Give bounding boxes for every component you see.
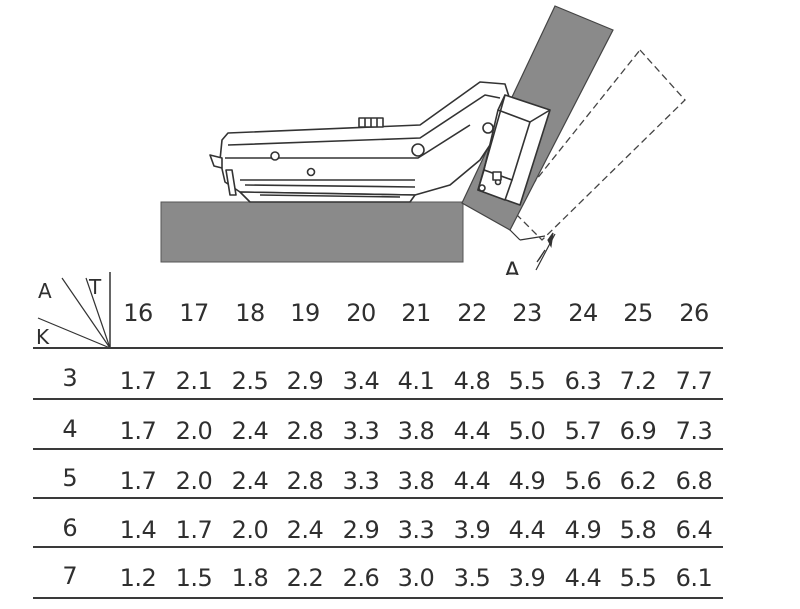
table-cell: 3.3 [342,417,380,445]
table-cell: 2.1 [175,367,213,395]
column-header: 23 [512,299,542,327]
table-cell: 2.5 [231,367,269,395]
table-cell: 2.2 [286,564,324,592]
table-cell: 3.9 [453,516,491,544]
corner-label-t: T [89,275,102,299]
table-cell: 2.4 [231,467,269,495]
row-label: 4 [62,415,78,443]
table-cell: 1.7 [119,467,157,495]
table-cell: 1.5 [175,564,213,592]
table-cell: 4.4 [453,417,491,445]
table-cell: 4.9 [564,516,602,544]
table-cell: 4.8 [453,367,491,395]
table-cell: 7.3 [675,417,713,445]
corner-label-a: A [38,279,52,303]
door-open-outline [511,48,686,241]
column-header: 16 [123,299,153,327]
table-cell: 4.4 [508,516,546,544]
table-cell: 1.7 [119,417,157,445]
table-cell: 5.8 [619,516,657,544]
table-cell: 2.6 [342,564,380,592]
column-header: 19 [290,299,320,327]
hinge-drawing: A [160,5,686,275]
table-cell: 4.4 [564,564,602,592]
table-cell: 2.8 [286,467,324,495]
column-header: 21 [401,299,431,327]
corner-label-k: K [36,325,50,349]
row-divider [33,448,723,450]
row-label: 6 [62,514,78,542]
dimension-a-lines [509,229,556,271]
row-divider [33,597,723,599]
row-label: 3 [62,364,78,392]
table-cell: 2.0 [231,516,269,544]
table-cell: 4.4 [453,467,491,495]
table-cell: 5.0 [508,417,546,445]
table-cell: 6.8 [675,467,713,495]
column-header: 25 [623,299,653,327]
dimension-a-label: A [504,257,521,275]
column-header: 18 [235,299,265,327]
column-header: 24 [568,299,598,327]
table-cell: 6.9 [619,417,657,445]
table-cell: 1.7 [119,367,157,395]
table-cell: 5.6 [564,467,602,495]
column-header: 26 [679,299,709,327]
table-cell: 6.3 [564,367,602,395]
row-divider [33,398,723,400]
table-cell: 6.4 [675,516,713,544]
table-cell: 4.9 [508,467,546,495]
table-cell: 3.9 [508,564,546,592]
corner-diagonal-1 [61,277,111,349]
hinge-arm [209,81,551,206]
row-label: 7 [62,562,78,590]
table-cell: 4.1 [397,367,435,395]
table-cell: 2.9 [286,367,324,395]
column-header: 20 [346,299,376,327]
table-cell: 6.1 [675,564,713,592]
row-divider [33,546,723,548]
table-cell: 3.3 [342,467,380,495]
table-cell: 7.2 [619,367,657,395]
table-cell: 5.5 [508,367,546,395]
column-header: 17 [179,299,209,327]
table-cell: 6.2 [619,467,657,495]
table-cell: 3.0 [397,564,435,592]
table-cell: 2.4 [286,516,324,544]
cabinet-panel [160,201,464,263]
column-header: 22 [457,299,487,327]
table-cell: 2.8 [286,417,324,445]
table-cell: 3.3 [397,516,435,544]
table-cell: 1.7 [175,516,213,544]
table-cell: 3.8 [397,417,435,445]
header-divider [33,347,723,349]
table-cell: 2.4 [231,417,269,445]
table-cell: 3.4 [342,367,380,395]
table-cell: 1.4 [119,516,157,544]
table-cell: 3.5 [453,564,491,592]
table-cell: 2.0 [175,467,213,495]
row-label: 5 [62,464,78,492]
table-cell: 7.7 [675,367,713,395]
table-cell: 5.7 [564,417,602,445]
row-divider [33,497,723,499]
table-cell: 5.5 [619,564,657,592]
table-cell: 1.2 [119,564,157,592]
table-cell: 2.0 [175,417,213,445]
table-cell: 3.8 [397,467,435,495]
table-cell: 2.9 [342,516,380,544]
table-cell: 1.8 [231,564,269,592]
